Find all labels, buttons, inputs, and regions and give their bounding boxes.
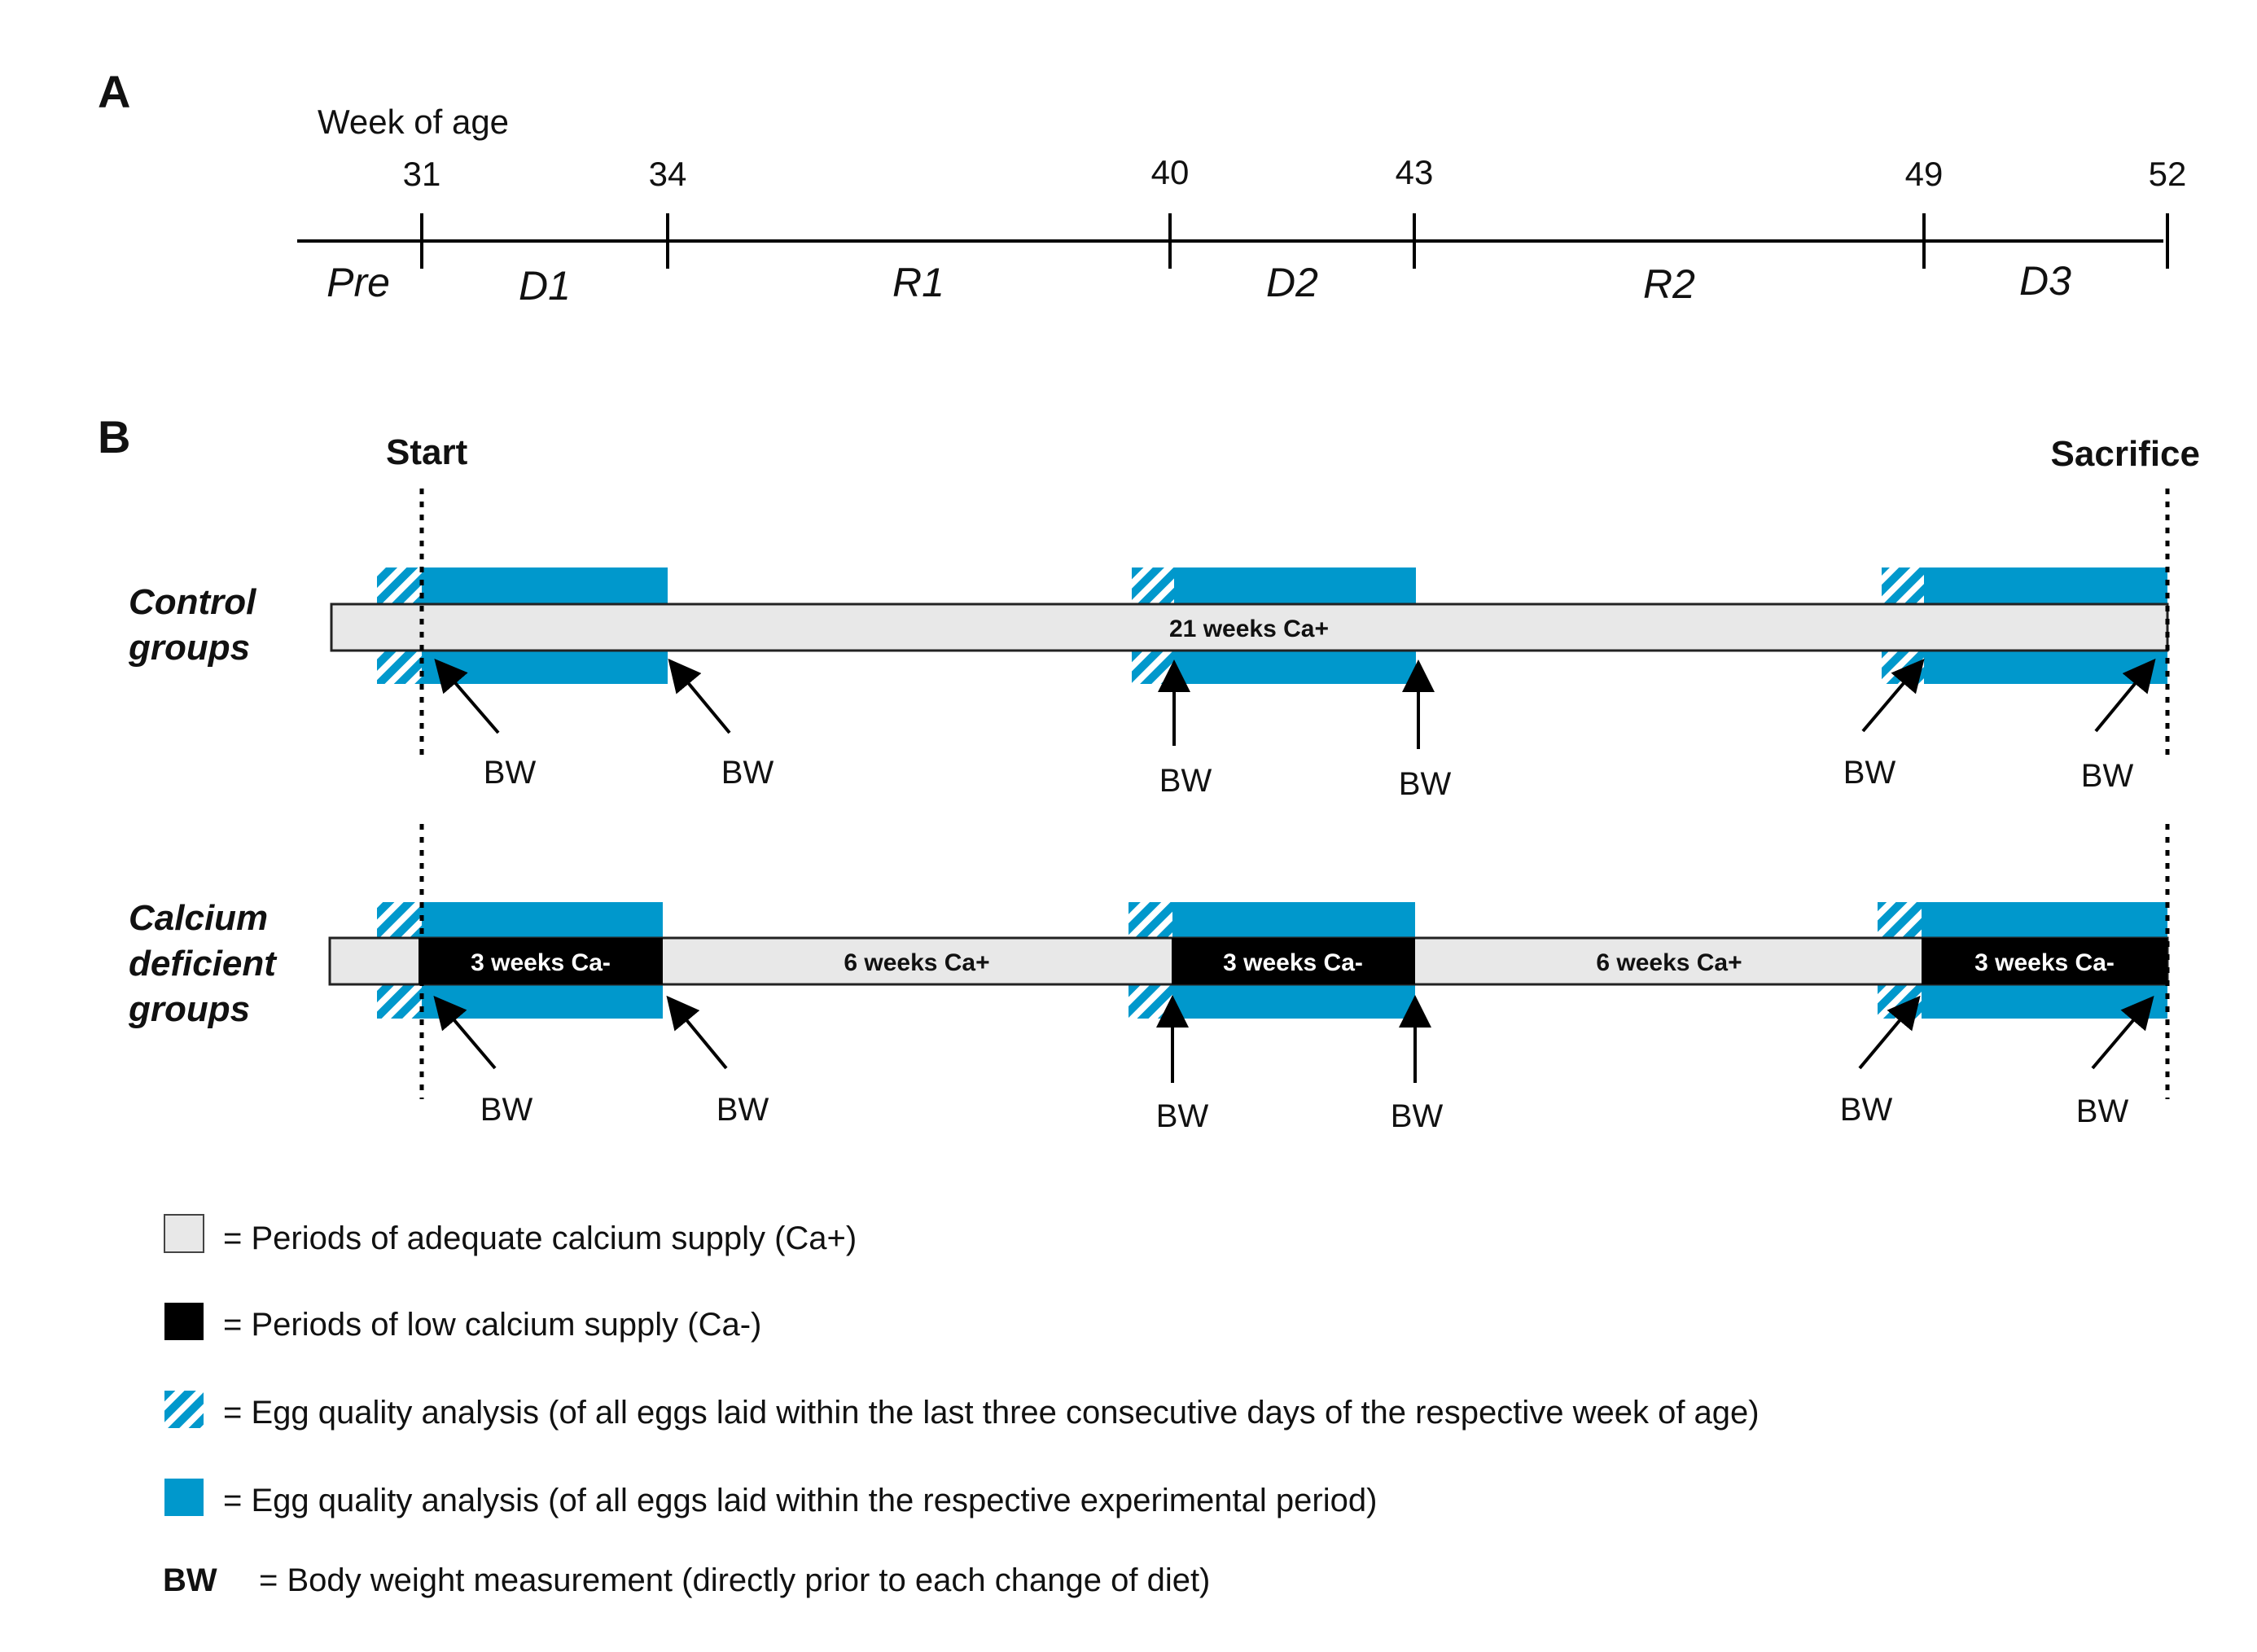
calcium-bw-label-1: BW <box>480 1092 533 1128</box>
calcium-low-segment-1 <box>419 938 663 984</box>
legend-item-blue: = Egg quality analysis (of all eggs laid… <box>164 1479 1377 1518</box>
panel-b-letter: B <box>98 411 130 462</box>
panel-b: B Start Sacrifice Control groups 21 week… <box>98 411 2200 1134</box>
legend: = Periods of adequate calcium supply (Ca… <box>163 1214 1760 1598</box>
control-bw-label-1: BW <box>484 755 537 791</box>
tick-label-49: 49 <box>1905 155 1944 193</box>
period-d3: D3 <box>2019 258 2071 304</box>
legend-swatch-blue <box>164 1479 204 1516</box>
control-bw-label-5: BW <box>1843 755 1896 791</box>
control-diet-bar <box>330 603 2169 652</box>
week-of-age-title: Week of age <box>318 103 509 141</box>
calcium-bw-arrow-1 <box>433 995 497 1070</box>
tick-40: 40 <box>1151 153 1190 269</box>
control-bw-arrow-1 <box>434 658 500 734</box>
control-bw-label-2: BW <box>721 755 774 791</box>
start-label: Start <box>386 432 468 472</box>
calcium-label-line2: deficient <box>129 944 278 984</box>
tick-52: 52 <box>2149 155 2187 269</box>
panel-a: A Week of age 31 34 40 43 49 52 Pre D1 <box>98 66 2186 309</box>
panel-a-letter: A <box>98 66 130 117</box>
period-pre: Pre <box>326 260 390 305</box>
legend-text-hatched: = Egg quality analysis (of all eggs laid… <box>223 1395 1760 1431</box>
calcium-low-segment-2 <box>1172 938 1415 984</box>
tick-label-34: 34 <box>649 155 687 193</box>
control-label-line2: groups <box>128 628 250 668</box>
control-bw-arrow-2 <box>668 658 731 734</box>
period-d2: D2 <box>1266 260 1318 305</box>
control-bw-label-4: BW <box>1399 766 1452 802</box>
calcium-seg-label-4: 6 weeks Ca+ <box>1596 949 1742 976</box>
period-r1: R1 <box>892 260 944 305</box>
calcium-seg-label-3: 3 weeks Ca- <box>1223 949 1363 976</box>
calcium-label-line1: Calcium <box>129 898 268 938</box>
tick-label-31: 31 <box>403 155 441 193</box>
period-d1: D1 <box>519 263 571 309</box>
tick-49: 49 <box>1905 155 1944 269</box>
legend-item-hatched: = Egg quality analysis (of all eggs laid… <box>164 1391 1760 1431</box>
tick-label-43: 43 <box>1396 153 1434 191</box>
legend-item-adequate: = Periods of adequate calcium supply (Ca… <box>164 1214 857 1256</box>
control-row: Control groups 21 weeks Ca+ BW BW BW BW <box>128 567 2169 802</box>
control-bar-label: 21 weeks Ca+ <box>1169 616 1329 642</box>
control-bw-arrow-5 <box>1861 658 1925 733</box>
legend-text-adequate: = Periods of adequate calcium supply (Ca… <box>223 1220 857 1256</box>
calcium-deficient-row: Calcium deficient groups 3 weeks Ca- 6 w… <box>128 898 2169 1134</box>
calcium-bw-arrow-2 <box>666 995 728 1070</box>
legend-bw-key: BW <box>163 1562 217 1598</box>
tick-31: 31 <box>403 155 441 269</box>
calcium-label-line3: groups <box>128 989 250 1029</box>
period-r2: R2 <box>1643 261 1695 307</box>
calcium-bw-arrow-6 <box>2091 995 2154 1070</box>
tick-43: 43 <box>1396 153 1434 269</box>
legend-item-low: = Periods of low calcium supply (Ca-) <box>164 1303 761 1343</box>
sacrifice-label: Sacrifice <box>2051 434 2200 474</box>
legend-text-blue: = Egg quality analysis (of all eggs laid… <box>223 1483 1377 1518</box>
legend-swatch-gray <box>164 1214 204 1253</box>
calcium-seg-label-1: 3 weeks Ca- <box>471 949 611 976</box>
control-bw-label-6: BW <box>2081 758 2134 794</box>
legend-text-low: = Periods of low calcium supply (Ca-) <box>223 1307 761 1343</box>
legend-item-bw: BW = Body weight measurement (directly p… <box>163 1562 1210 1598</box>
control-bw-label-3: BW <box>1159 763 1212 799</box>
calcium-bw-label-2: BW <box>717 1092 769 1128</box>
calcium-bw-label-3: BW <box>1156 1098 1209 1134</box>
calcium-bw-label-5: BW <box>1840 1092 1893 1128</box>
tick-label-40: 40 <box>1151 153 1190 191</box>
tick-34: 34 <box>649 155 687 269</box>
calcium-bw-arrow-5 <box>1858 995 1921 1070</box>
control-label-line1: Control <box>129 582 256 622</box>
tick-label-52: 52 <box>2149 155 2187 193</box>
legend-text-bw: = Body weight measurement (directly prio… <box>259 1562 1210 1598</box>
calcium-seg-label-5: 3 weeks Ca- <box>1974 949 2115 976</box>
calcium-seg-label-2: 6 weeks Ca+ <box>844 949 989 976</box>
legend-swatch-hatched <box>164 1391 204 1428</box>
control-bw-arrow-6 <box>2094 658 2156 733</box>
legend-swatch-black <box>164 1303 204 1340</box>
calcium-bw-label-6: BW <box>2076 1093 2129 1129</box>
calcium-bw-label-4: BW <box>1391 1098 1444 1134</box>
calcium-low-segment-3 <box>1922 938 2167 984</box>
